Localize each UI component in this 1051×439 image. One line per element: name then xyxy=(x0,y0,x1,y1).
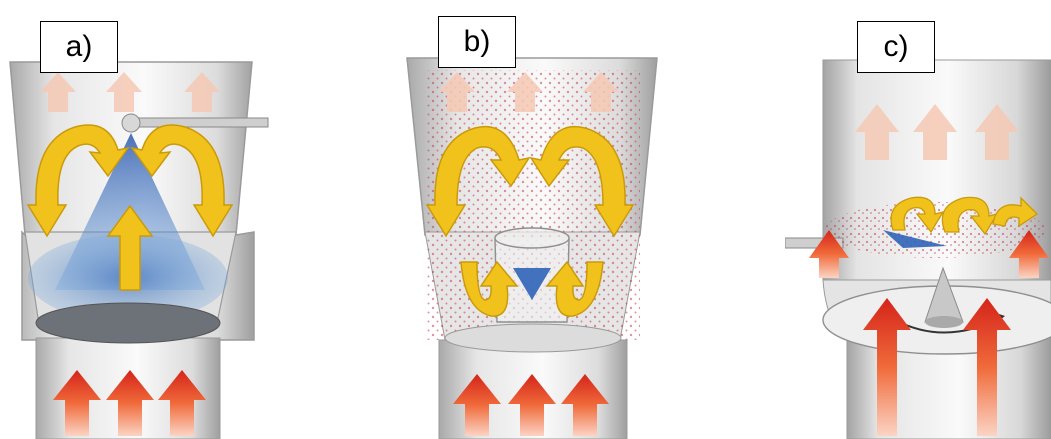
column-top-rim xyxy=(495,228,569,248)
inlet-air-arrows xyxy=(53,370,206,436)
inlet-air-arrows xyxy=(453,374,609,436)
spray-nozzle-icon xyxy=(122,114,140,132)
panel-label-b: b) xyxy=(438,16,516,68)
rotor-cone-base xyxy=(925,316,963,328)
exhaust-air-arrows xyxy=(855,104,1019,160)
panel-a-top-spray: a) xyxy=(0,0,280,439)
panel-c-tangential-spray: c) xyxy=(785,0,1051,439)
spray-pipe xyxy=(136,118,268,127)
distribution-plate xyxy=(445,324,621,352)
panel-label-a: a) xyxy=(40,21,118,73)
panel-label-c: c) xyxy=(857,21,935,73)
bottom-spray-vessel-drawing xyxy=(395,0,675,439)
powder-bed xyxy=(36,303,220,343)
panel-b-bottom-spray: b) xyxy=(395,0,675,439)
